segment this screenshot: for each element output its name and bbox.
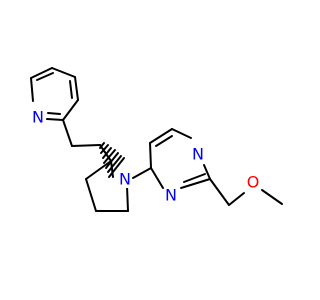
methoxymethyl-chain — [209, 178, 283, 206]
molecule-structure: N N N N O — [30, 67, 283, 212]
pyrimidine-ring — [149, 128, 211, 189]
pyridine-n-label: N — [32, 108, 44, 127]
ethyl-linker — [62, 119, 112, 162]
ether-o-label: O — [247, 173, 260, 192]
atom-pyrrolidine-n: N — [118, 170, 132, 189]
pyrimidine-n3-label: N — [165, 186, 177, 205]
atom-ether-o: O — [245, 173, 261, 192]
pyrrolidine-n-label: N — [119, 170, 131, 189]
pyrimidine-n1-label: N — [192, 145, 204, 164]
atom-pyrimidine-n3: N — [164, 186, 178, 205]
stereo-hash-bond — [99, 142, 125, 178]
atom-pyrimidine-n1: N — [191, 145, 205, 164]
pyridine-ring — [30, 67, 79, 121]
pyrrolidine-ring — [85, 160, 129, 212]
atom-pyridine-n: N — [31, 108, 45, 127]
n-aryl-bond — [132, 167, 152, 179]
